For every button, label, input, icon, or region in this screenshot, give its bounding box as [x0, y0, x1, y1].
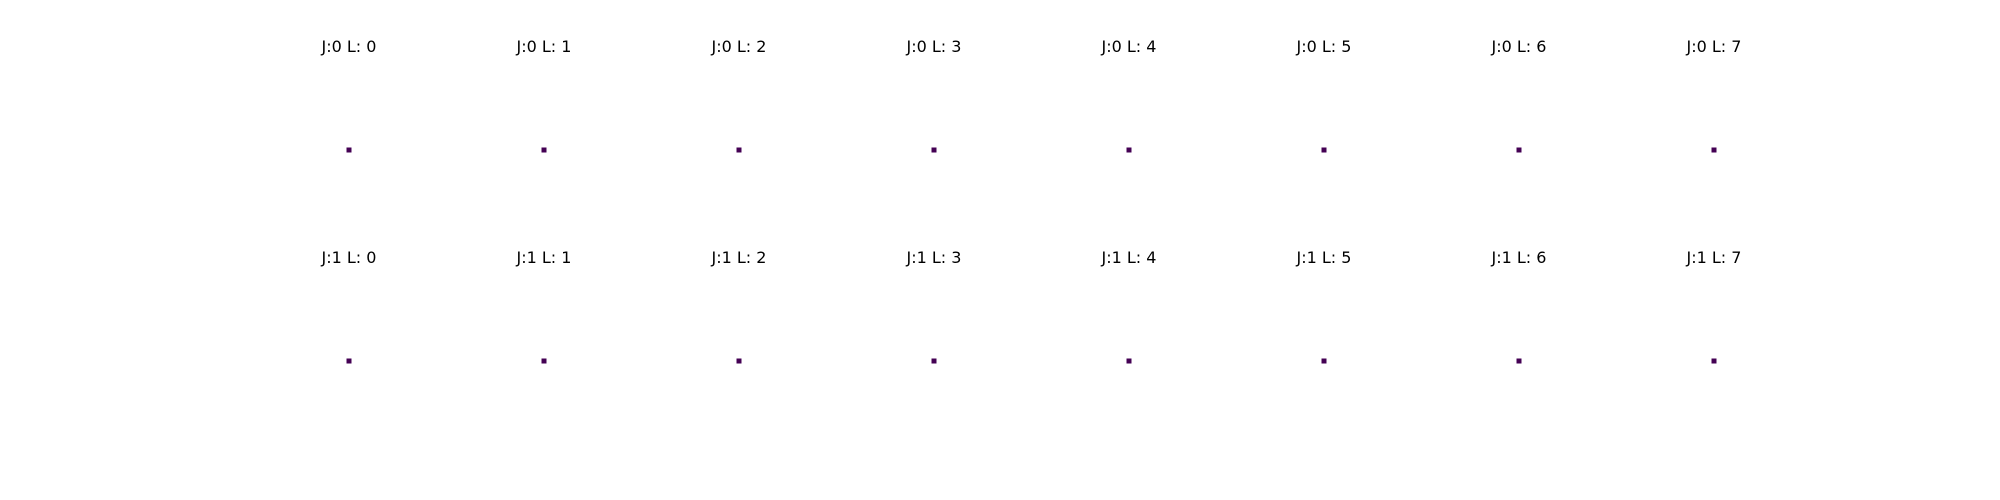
panel-j0-l0: J:0 L: 0 [321, 37, 377, 153]
panel-title: J:0 L: 7 [1686, 37, 1742, 56]
panel-title: J:1 L: 7 [1686, 248, 1742, 267]
panel-j0-l4: J:0 L: 4 [1101, 37, 1157, 153]
panel-j0-l2: J:0 L: 2 [711, 37, 767, 153]
panel-j0-l3: J:0 L: 3 [906, 37, 962, 153]
panel-title: J:0 L: 6 [1491, 37, 1547, 56]
panel-j0-l7: J:0 L: 7 [1686, 37, 1742, 153]
heatmap-cell [1126, 147, 1132, 153]
panel-title: J:0 L: 0 [321, 37, 377, 56]
heatmap-cell [1711, 358, 1717, 364]
heatmap-cell [931, 147, 937, 153]
panel-j0-l6: J:0 L: 6 [1491, 37, 1547, 153]
heatmap-cell [931, 358, 937, 364]
panel-j1-l6: J:1 L: 6 [1491, 248, 1547, 364]
heatmap-cell [541, 358, 547, 364]
panel-j0-l1: J:0 L: 1 [516, 37, 572, 153]
heatmap-cell [1516, 358, 1522, 364]
heatmap-cell [1321, 147, 1327, 153]
heatmap-cell [736, 358, 742, 364]
heatmap-cell [1321, 358, 1327, 364]
panel-title: J:1 L: 2 [711, 248, 767, 267]
panel-title: J:1 L: 0 [321, 248, 377, 267]
heatmap-cell [346, 358, 352, 364]
heatmap-cell [1516, 147, 1522, 153]
panel-j0-l5: J:0 L: 5 [1296, 37, 1352, 153]
panel-j1-l4: J:1 L: 4 [1101, 248, 1157, 364]
panel-j1-l7: J:1 L: 7 [1686, 248, 1742, 364]
panel-title: J:1 L: 6 [1491, 248, 1547, 267]
panel-j1-l0: J:1 L: 0 [321, 248, 377, 364]
panel-title: J:1 L: 1 [516, 248, 572, 267]
panel-title: J:0 L: 5 [1296, 37, 1352, 56]
heatmap-cell [736, 147, 742, 153]
panel-grid: J:0 L: 0 J:0 L: 1 J:0 L: 2 J:0 L: 3 J:0 L: 4… [321, 37, 1742, 364]
heatmap-cell [1126, 358, 1132, 364]
panel-title: J:0 L: 3 [906, 37, 962, 56]
heatmap-cell [1711, 147, 1717, 153]
heatmap-cell [346, 147, 352, 153]
panel-title: J:1 L: 5 [1296, 248, 1352, 267]
panel-title: J:0 L: 4 [1101, 37, 1157, 56]
panel-title: J:1 L: 4 [1101, 248, 1157, 267]
panel-j1-l3: J:1 L: 3 [906, 248, 962, 364]
heatmap-cell [541, 147, 547, 153]
panel-title: J:0 L: 1 [516, 37, 572, 56]
panel-j1-l1: J:1 L: 1 [516, 248, 572, 364]
panel-title: J:1 L: 3 [906, 248, 962, 267]
panel-j1-l2: J:1 L: 2 [711, 248, 767, 364]
panel-j1-l5: J:1 L: 5 [1296, 248, 1352, 364]
panel-title: J:0 L: 2 [711, 37, 767, 56]
